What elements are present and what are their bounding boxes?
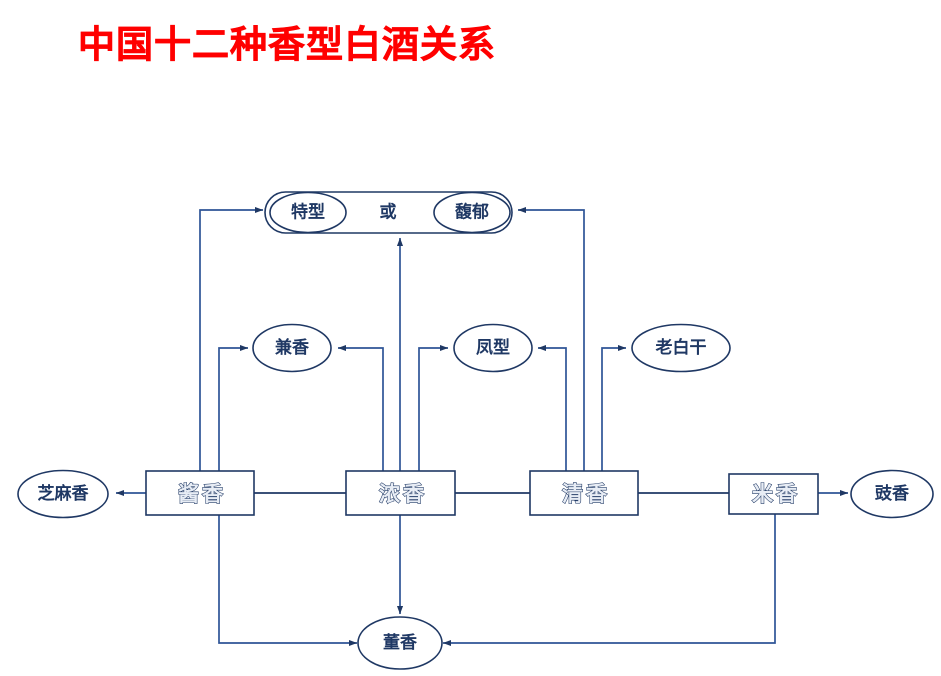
connector-layer bbox=[115, 206, 849, 647]
node-fengxing[interactable] bbox=[453, 323, 533, 373]
edge-jiangxiang-texing bbox=[199, 206, 264, 471]
mid-row-group: 兼香 凤型 老白干 bbox=[252, 323, 731, 373]
node-jiangxiang-label: 酱香 bbox=[178, 482, 226, 506]
node-laobaigan-label: 老白干 bbox=[655, 337, 707, 358]
edge-qingxiang-laobaigan bbox=[601, 344, 627, 471]
edge-jiangxiang-jianxiang bbox=[218, 344, 249, 471]
capsule-group[interactable]: 特型 或 馥郁 bbox=[264, 191, 513, 234]
node-chixiang[interactable] bbox=[850, 469, 934, 519]
node-zhimaxiang[interactable] bbox=[17, 469, 109, 519]
bottom-row-group: 董香 bbox=[357, 616, 443, 670]
node-mixiang[interactable] bbox=[728, 473, 819, 515]
node-laobaigan[interactable] bbox=[631, 323, 731, 373]
node-fengxing-label: 凤型 bbox=[476, 337, 510, 358]
node-qingxiang-label: 清香 bbox=[562, 482, 610, 506]
node-fuyu[interactable] bbox=[433, 191, 511, 234]
node-dongxiang[interactable] bbox=[357, 616, 443, 670]
page-title: 中国十二种香型白酒关系 bbox=[78, 23, 496, 67]
node-jiangxiang[interactable] bbox=[145, 470, 255, 516]
node-mixiang-label: 米香 bbox=[752, 482, 800, 506]
node-texing-label: 特型 bbox=[291, 202, 325, 223]
edge-nongxiang-jianxiang bbox=[337, 344, 384, 471]
edge-qingxiang-fengxing bbox=[537, 344, 567, 471]
node-texing[interactable] bbox=[269, 191, 347, 234]
node-qingxiang[interactable] bbox=[529, 470, 639, 516]
node-dongxiang-label: 董香 bbox=[383, 632, 417, 653]
edge-mixiang-dongxiang bbox=[442, 514, 776, 647]
edge-qingxiang-fuyu bbox=[517, 206, 585, 471]
node-nongxiang-label: 浓香 bbox=[379, 482, 427, 506]
node-nongxiang[interactable] bbox=[345, 470, 456, 516]
edge-jiangxiang-dongxiang bbox=[218, 515, 358, 647]
capsule-conjunction-label: 或 bbox=[380, 202, 397, 223]
main-row-group: 芝麻香 酱香 浓香 清香 米香 豉香 bbox=[17, 469, 934, 519]
node-jianxiang-label: 兼香 bbox=[275, 337, 309, 358]
node-chixiang-label: 豉香 bbox=[875, 483, 909, 504]
edge-nongxiang-fengxing bbox=[418, 344, 449, 471]
node-fuyu-label: 馥郁 bbox=[455, 202, 489, 223]
node-jianxiang[interactable] bbox=[252, 323, 332, 373]
node-zhimaxiang-label: 芝麻香 bbox=[38, 483, 89, 504]
